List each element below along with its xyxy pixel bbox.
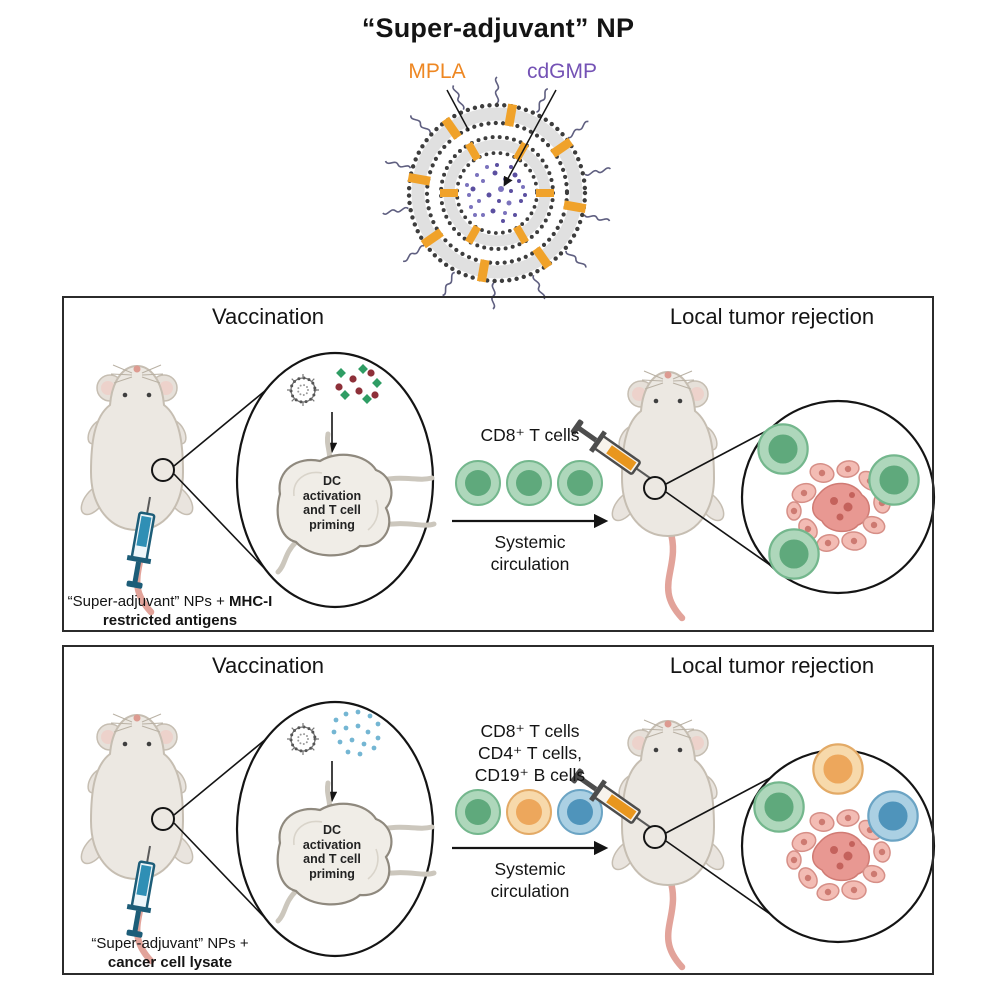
caption-text: “Super-adjuvant” NPs + (67, 593, 229, 610)
zoom-line (665, 428, 771, 485)
panel1-rejection-title: Local tumor rejection (669, 304, 875, 329)
panel2-frame (62, 645, 934, 975)
zoom-line (665, 777, 771, 834)
mpla-block-icon (407, 103, 587, 283)
caption-text: “Super-adjuvant” NPs + (91, 935, 249, 952)
lysate-particles (331, 709, 381, 757)
injection-site-circle (151, 458, 175, 482)
mpla-label: MPLA (408, 60, 466, 83)
tumor-site-circle (643, 476, 667, 500)
panel2-lymph-node-text: DC activation and T cell priming (302, 823, 362, 881)
panel2-rejection-title: Local tumor rejection (669, 653, 875, 678)
caption-bold-text: cancer cell lysate (107, 954, 233, 971)
panel1-caption: “Super-adjuvant” NPs + MHC-I restricted … (64, 592, 276, 630)
zoom-line (173, 473, 267, 571)
panel1-vaccination-title: Vaccination (211, 304, 325, 329)
cdgmp-pointer-arrow (503, 89, 557, 187)
tumor-site-circle (643, 825, 667, 849)
mpla-pointer-line (446, 89, 470, 132)
zoom-line (665, 840, 771, 915)
cdgmp-dots-icon (470, 163, 527, 223)
panel2-artwork (76, 700, 936, 967)
panel2-cells-label: CD8⁺ T cells CD4⁺ T cells, CD19⁺ B cells (474, 721, 586, 785)
panel2-arrow-label: Systemic circulation (490, 859, 570, 901)
panel1-arrow-label: Systemic circulation (490, 532, 570, 574)
zoom-line (665, 491, 771, 566)
panel2-caption: “Super-adjuvant” NPs + cancer cell lysate (64, 934, 276, 972)
zoom-line (173, 738, 267, 816)
panel1-lymph-node-text: DC activation and T cell priming (302, 474, 362, 532)
panel1-artwork (76, 351, 936, 618)
injection-site-circle (151, 807, 175, 831)
zoom-line (173, 389, 267, 467)
nanoparticle-illustration (381, 76, 612, 310)
cdgmp-label: cdGMP (526, 60, 597, 83)
panel1-cells-label: CD8⁺ T cells (480, 425, 580, 445)
panel2-vaccination-title: Vaccination (211, 653, 325, 678)
zoom-line (173, 822, 267, 920)
figure-title: “Super-adjuvant” NP (361, 13, 635, 43)
caption-bold-text: MHC-I restricted antigens (102, 593, 273, 629)
panel1-frame (62, 296, 934, 632)
